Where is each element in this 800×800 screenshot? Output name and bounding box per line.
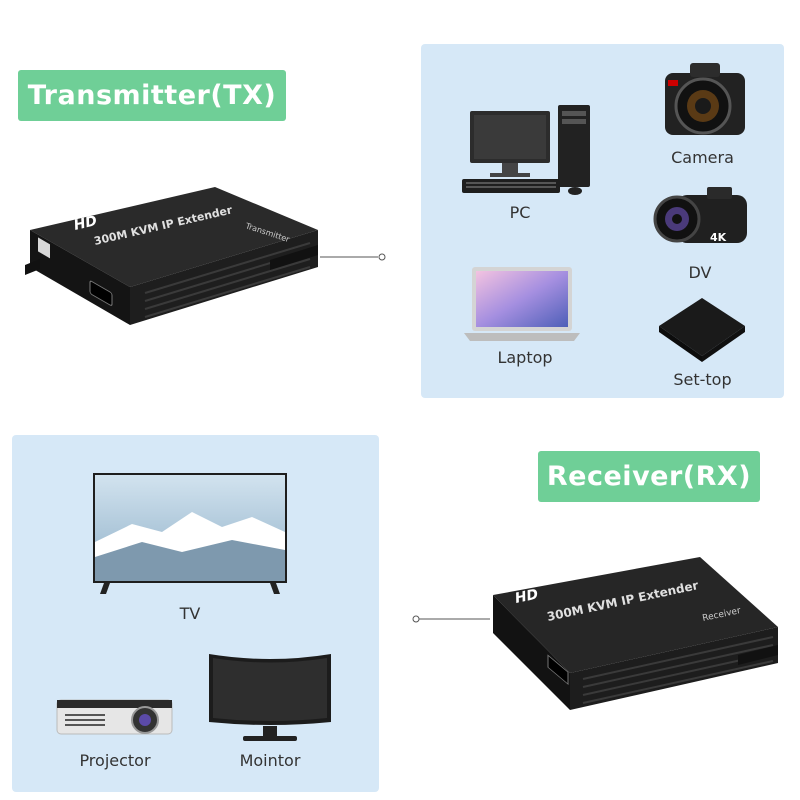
pc-label: PC [509, 203, 531, 222]
transmitter-badge: Transmitter(TX) [18, 70, 286, 121]
laptop-label: Laptop [497, 348, 553, 367]
receiver-connector [410, 612, 490, 626]
monitor-label: Mointor [239, 751, 301, 770]
transmitter-connector [320, 250, 390, 264]
receiver-device: HD 300M KVM IP Extender Receiver [488, 555, 780, 715]
transmitter-device: HD 300M KVM IP Extender Transmitter [20, 185, 320, 335]
pc-icon [460, 103, 595, 198]
camera-icon [660, 58, 750, 143]
dv-4k-badge: 4K [710, 231, 727, 244]
tv-label: TV [179, 604, 201, 623]
camera-label: Camera [671, 148, 734, 167]
set-top-label: Set-top [673, 370, 732, 389]
tv-icon [92, 472, 288, 597]
dv-camcorder-icon: 4K [652, 183, 752, 258]
receiver-hd-logo: HD [514, 586, 540, 607]
receiver-badge: Receiver(RX) [538, 451, 760, 502]
set-top-box-icon [657, 296, 747, 366]
laptop-icon [462, 265, 582, 345]
dv-label: DV [688, 263, 712, 282]
projector-label: Projector [79, 751, 151, 770]
projector-icon [55, 690, 175, 740]
transmitter-hd-logo: HD [72, 213, 98, 234]
monitor-icon [205, 650, 335, 745]
